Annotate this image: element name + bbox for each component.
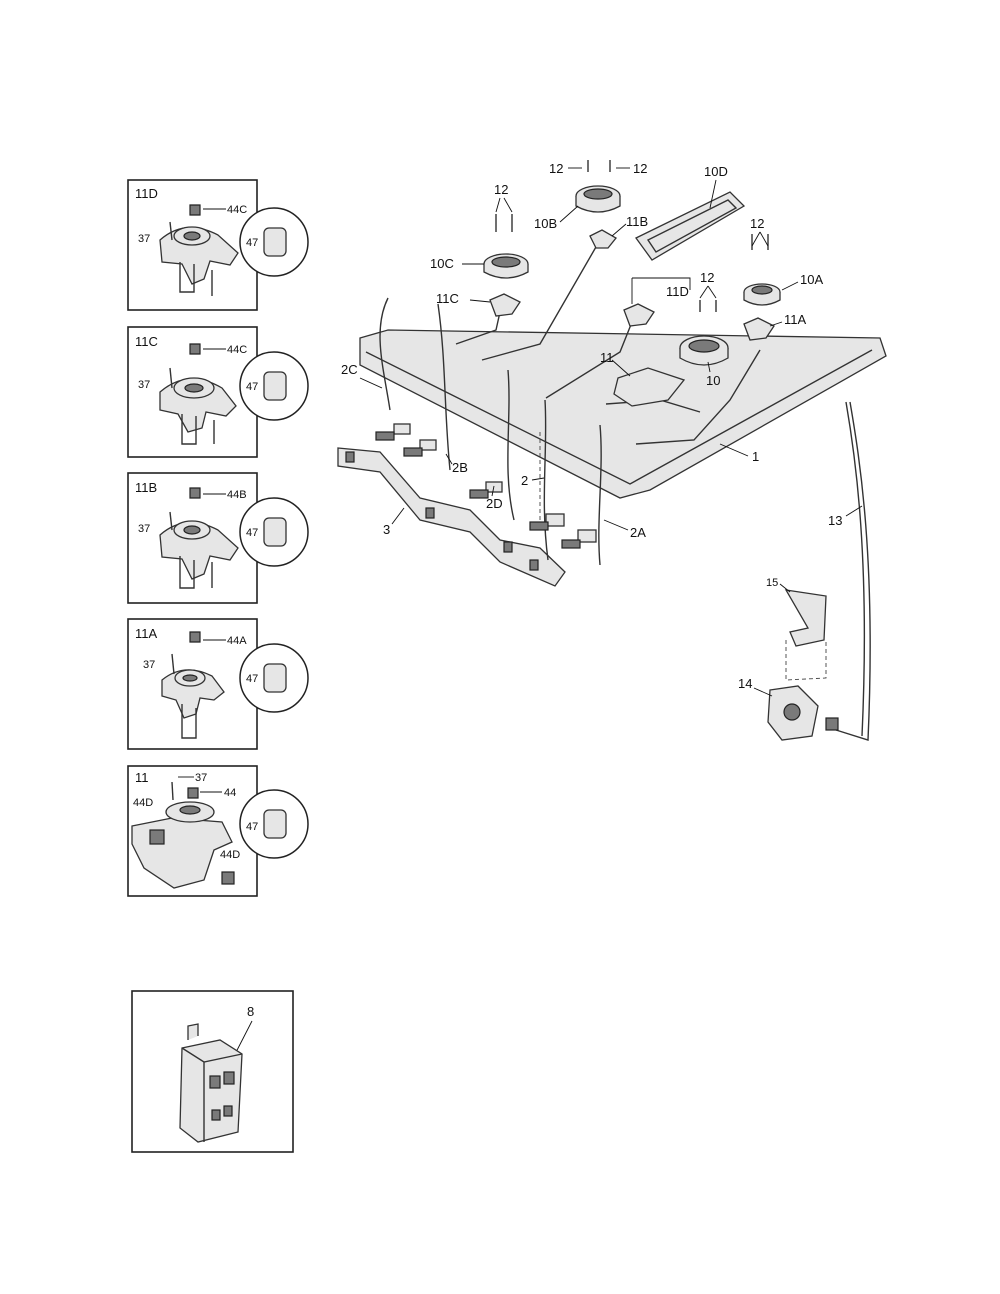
regulator-bracket [784,589,827,647]
callout-10c: 10C [430,256,454,271]
inset-label: 44D [133,797,153,809]
burner-base-11d [623,303,655,327]
inset-label: 47 [246,673,258,685]
connector-tube [845,401,866,737]
callout-11b: 11B [626,214,648,229]
inset-panel-11c: 11C 44C 37 47 [127,326,309,458]
inset-label: 37 [138,523,150,535]
burner-head-10b [575,185,621,213]
inset-label: 8 [247,1004,254,1019]
callout-10b: 10B [534,216,557,231]
inset-panel-11a: 11A 44A 37 47 [127,618,309,750]
callouts: 12 12 10D 12 10B 11B 12 10C 10A 12 11D 1… [341,161,863,697]
callout-1: 1 [752,449,759,464]
gas-valve [529,513,565,531]
inset-label: 47 [246,237,258,249]
callout-2d: 2D [486,496,503,511]
inset-title: 11B [135,480,157,495]
inset-label: 44D [220,849,240,861]
callout-12: 12 [750,216,764,231]
inset-title: 11D [135,186,158,201]
burner-valve-part [159,520,239,589]
inset-panel-switch: 8 [131,990,294,1153]
connector-tube [835,401,871,741]
callout-11a: 11A [784,312,806,327]
manifold-rail [359,329,887,499]
callout-11c: 11C [436,291,459,306]
inset-title: 11C [135,334,158,349]
callout-12: 12 [633,161,647,176]
callout-12: 12 [494,182,508,197]
callout-2a: 2A [630,525,646,540]
inset-label: 37 [138,233,150,245]
inset-label: 47 [246,381,258,393]
callout-3: 3 [383,522,390,537]
callout-10: 10 [706,373,720,388]
callout-2b: 2B [452,460,468,475]
callout-12: 12 [549,161,563,176]
inset-label: 37 [195,772,207,784]
main-assembly [337,160,887,741]
inset-panel-11d: 11D 44C 37 47 [127,179,309,311]
gas-valve [403,439,437,457]
inset-title: 11 [135,770,149,785]
burner-valve-part [159,226,239,296]
burner-base-11b [589,229,617,249]
burner-base-11 [613,367,686,407]
burner-valve-part [159,377,237,445]
pressure-regulator [767,685,839,741]
inset-label: 47 [246,527,258,539]
inset-label: 37 [138,379,150,391]
inset-panel-11: 11 37 44 44D 44D 47 [127,765,309,897]
callout-10a: 10A [800,272,823,287]
burner-valve-part [131,801,235,889]
inset-panel-11b: 11B 44B 37 47 [127,472,309,604]
inset-title: 11A [135,626,157,641]
burner-head-10a [743,283,781,306]
callout-13: 13 [828,513,842,528]
inset-label: 47 [246,821,258,833]
inset-label: 44C [227,344,247,356]
callout-2: 2 [521,473,528,488]
burner-head-10c [483,253,529,279]
switch-part [179,1023,243,1143]
inset-label: 37 [143,659,155,671]
inset-label: 44 [224,787,236,799]
inset-label: 44B [227,489,247,501]
inset-label: 44A [227,635,247,647]
callout-11d: 11D [666,284,689,299]
callout-15: 15 [766,577,778,589]
grate-10d [635,191,746,261]
callout-11: 11 [600,350,614,365]
inset-label: 44C [227,204,247,216]
gas-valve [375,423,411,441]
callout-10d: 10D [704,164,728,179]
callout-14: 14 [738,676,752,691]
gas-valve [561,529,597,549]
burner-base-11c [489,293,521,317]
burner-valve-part [161,669,225,739]
burner-base-11a [743,317,775,341]
callout-12: 12 [700,270,714,285]
callout-2c: 2C [341,362,358,377]
burner-head-10 [679,335,729,366]
